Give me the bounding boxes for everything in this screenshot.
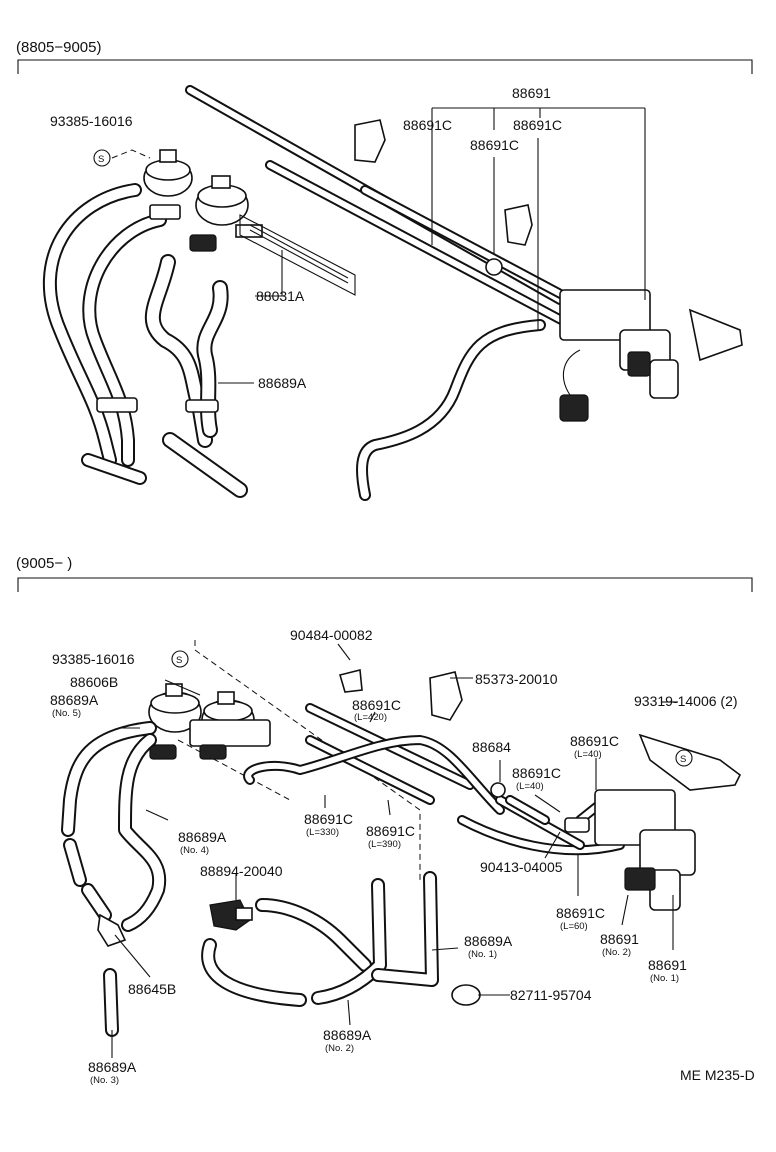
label-88691c-c: 88691C [470,137,519,153]
circled-s-icon: S [93,149,111,167]
label-88894-20040: 88894-20040 [200,863,283,879]
label-88691-no2-sub: (No. 2) [602,947,631,958]
label-88684: 88684 [472,739,511,755]
section-1-range: (8805−9005) [16,39,102,56]
label-88645b: 88645B [128,981,176,997]
leaders-section-2 [111,643,678,1058]
circled-s-icon-b: S [171,650,189,668]
label-93385-16016-b: 93385-16016 [52,651,135,667]
labels-section-1: 93385-16016 S 88691 88691C 88691C 88691C… [50,85,562,391]
label-88689a-no2-sub: (No. 2) [325,1043,354,1054]
label-88691c-60-sub: (L=60) [560,921,588,932]
label-88691c-b: 88691C [513,117,562,133]
label-88691c-40a-sub: (L=40) [574,749,602,760]
label-88691c-40a: 88691C [570,733,619,749]
label-88689a-no5-sub: (No. 5) [52,708,81,719]
label-88691c-420-sub: (L=420) [354,712,387,723]
dashed-outline-b [177,739,291,801]
clip-parts-section-1 [354,119,533,246]
tubes-88691c-section-1 [185,85,605,501]
label-88689a-no3: 88689A [88,1059,137,1075]
label-88689a-no5: 88689A [50,692,99,708]
label-88689a-no1-sub: (No. 1) [468,949,497,960]
label-88689a-no1: 88689A [464,933,513,949]
circled-s-icon-c: S [675,749,693,767]
label-88691c-330: 88691C [304,811,353,827]
dashed-outline-a [194,640,421,880]
section-1-bracket [17,59,753,74]
circled-s-letter-c: S [680,754,686,765]
label-90413-04005: 90413-04005 [480,859,563,875]
valve-88894 [209,899,253,931]
label-88691c-330-sub: (L=330) [306,827,339,838]
label-88691c-60: 88691C [556,905,605,921]
vsv-valve-pair-2 [148,683,271,760]
label-88689a: 88689A [258,375,307,391]
hose-88689a-left-loop [43,183,167,485]
section-2-range: (9005− ) [16,555,72,572]
label-88691c-40b: 88691C [512,765,561,781]
labels-section-2: 93385-16016 S 88606B 88689A (No. 5) 9048… [50,627,738,1086]
leaders-section-1 [111,107,646,384]
label-88606b: 88606B [70,674,118,690]
label-88689a-no3-sub: (No. 3) [90,1075,119,1086]
label-88689a-no4-sub: (No. 4) [180,845,209,856]
vsv-assembly-88691 [559,289,743,422]
label-88691-no2: 88691 [600,931,639,947]
bracket-88031a [239,214,356,296]
label-88689a-no4: 88689A [178,829,227,845]
vsv-valve-pair-1 [143,149,263,252]
label-88691c-420: 88691C [352,697,401,713]
label-88691-no1: 88691 [648,957,687,973]
label-93385-16016: 93385-16016 [50,113,133,129]
hose-88689a-middle [144,254,248,498]
clip-parts-section-2 [338,668,481,1006]
label-85373-20010: 85373-20010 [475,671,558,687]
circled-s-letter-b: S [176,655,182,666]
label-88691: 88691 [512,85,551,101]
label-88691-no1-sub: (No. 1) [650,973,679,984]
label-88691c-40b-sub: (L=40) [516,781,544,792]
section-1: (8805−9005) [16,39,753,501]
footer-code: ME M235-D [680,1067,755,1083]
section-2: (9005− ) [16,555,755,1086]
vsv-assembly-88691-section-2 [564,733,742,911]
label-90484-00082: 90484-00082 [290,627,373,643]
label-93319-14006: 93319-14006 (2) [634,693,738,709]
circled-s-letter: S [98,154,104,165]
label-88031a: 88031A [256,288,305,304]
label-88689a-no2: 88689A [323,1027,372,1043]
label-88691c-390: 88691C [366,823,415,839]
hoses-section-2 [61,703,625,1037]
label-88691c-a: 88691C [403,117,452,133]
label-82711-95704: 82711-95704 [510,987,592,1003]
label-88691c-390-sub: (L=390) [368,839,401,850]
section-2-bracket [17,577,753,592]
